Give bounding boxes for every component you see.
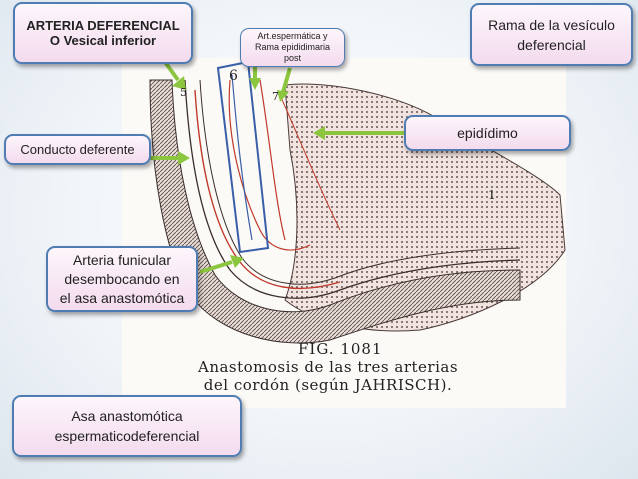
conducto-deferente-label: Conducto deferente: [20, 142, 135, 157]
callout-arteria-funicular: Arteria funicular desembocando en el asa…: [46, 246, 198, 312]
art-espermatica-line2: Rama epididimaria: [254, 42, 331, 52]
green-arrows: [148, 60, 405, 274]
figure-caption: Anastomosis de las tres arterias del cor…: [178, 358, 478, 394]
cord-inner-line: [184, 79, 521, 299]
epididymis-tissue: [284, 83, 566, 332]
callout-art-espermatica: Art.espermática y Rama epididimaria post: [240, 28, 345, 67]
art-espermatica-line3: post: [283, 53, 301, 63]
figure-marker-5: 5: [180, 86, 187, 99]
artery-red-2: [228, 79, 311, 251]
artery-red-4: [279, 94, 341, 231]
figure-marker-1: 1: [488, 188, 496, 202]
highlighted-vessel-box: [216, 60, 270, 254]
arteria-funicular-line3: el asa anastomótica: [59, 289, 185, 306]
figure-marker-6: 6: [229, 68, 238, 84]
arteria-funicular-line2: desembocando en: [64, 270, 180, 287]
figure-marker-7: 7: [272, 90, 279, 103]
rama-vesiculo-line1: Rama de la vesículo: [488, 16, 615, 33]
figure-caption-line2: del cordón (según JAHRISCH).: [203, 376, 453, 394]
callout-conducto-deferente: Conducto deferente: [4, 134, 151, 165]
callout-arteria-deferencial: ARTERIA DEFERENCIAL O Vesical inferior: [13, 2, 193, 64]
callout-asa-anastomotica: Asa anastomótica espermaticodeferencial: [12, 395, 242, 457]
epididimo-label: epidídimo: [457, 125, 518, 141]
arteria-funicular-line1: Arteria funicular: [72, 251, 172, 268]
figure-caption-line1: Anastomosis de las tres arterias: [197, 358, 459, 376]
asa-line2: espermaticodeferencial: [54, 428, 200, 444]
artery-red-3: [259, 79, 286, 241]
callout-rama-vesiculo: Rama de la vesículo deferencial: [470, 3, 633, 66]
arteria-deferencial-title: ARTERIA DEFERENCIAL: [26, 18, 180, 33]
arteria-deferencial-subtitle: O Vesical inferior: [49, 33, 157, 48]
figure-number: FIG. 1081: [298, 340, 383, 358]
art-espermatica-line1: Art.espermática y: [257, 31, 328, 41]
callout-epididimo: epidídimo: [404, 115, 571, 151]
rama-vesiculo-line2: deferencial: [517, 36, 586, 53]
cord-inner-line-2: [199, 79, 521, 285]
asa-line1: Asa anastomótica: [71, 408, 183, 424]
